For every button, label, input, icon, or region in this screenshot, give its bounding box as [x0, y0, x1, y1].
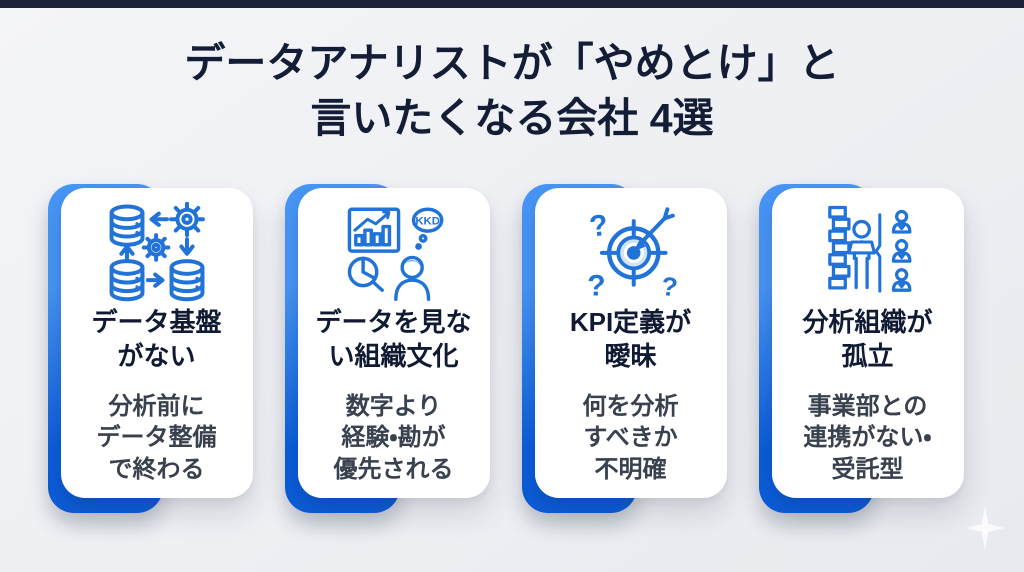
- card-isolated-team: 分析組織が 孤立 事業部との 連携がない・ 受託型: [758, 184, 964, 513]
- kpi-target-icon: ? ? ?: [579, 200, 683, 304]
- card-title: データ基盤 がない: [91, 307, 222, 371]
- kkd-thinking-icon: KKD: [342, 200, 446, 304]
- card-description: 何を分析 すべきか 不明確: [582, 392, 679, 483]
- database-pipeline-icon: [105, 200, 209, 304]
- question-mark-glyph: ?: [659, 271, 679, 302]
- isolated-team-icon: [816, 200, 920, 304]
- card-body: KKD データを見な い組織文化 数字より 経験・勘が 優先される: [297, 188, 490, 498]
- page-title-line2: 言いたくなる会社 4選: [310, 95, 714, 142]
- card-title: KPI定義が 曖昧: [569, 307, 692, 371]
- question-mark-glyph: ?: [587, 209, 610, 244]
- card-title: 分析組織が 孤立: [802, 307, 933, 371]
- kkd-thought-label: KKD: [415, 216, 440, 228]
- card-body: ? ? ? KPI定義が 曖昧 何を分析 すべきか 不明確: [534, 188, 727, 498]
- card-body: 分析組織が 孤立 事業部との 連携がない・ 受託型: [771, 188, 964, 498]
- card-body: データ基盤 がない 分析前に データ整備 で終わる: [60, 188, 253, 498]
- card-title: データを見な い組織文化: [315, 307, 472, 371]
- card-org-culture: KKD データを見な い組織文化 数字より 経験・勘が 優先される: [284, 184, 490, 513]
- page-title: データアナリストが「やめとけ」と 言いたくなる会社 4選: [0, 36, 1024, 147]
- card-description: 数字より 経験・勘が 優先される: [333, 392, 454, 483]
- card-description: 事業部との 連携がない・ 受託型: [803, 392, 932, 483]
- page-title-line1: データアナリストが「やめとけ」と: [184, 40, 840, 86]
- card-description: 分析前に データ整備 で終わる: [96, 392, 217, 483]
- card-kpi-ambiguity: ? ? ? KPI定義が 曖昧 何を分析 すべきか 不明確: [521, 184, 727, 513]
- card-data-platform: データ基盤 がない 分析前に データ整備 で終わる: [47, 184, 253, 513]
- question-mark-glyph: ?: [587, 270, 605, 302]
- sparkle-decoration-icon: [966, 506, 1004, 550]
- top-accent-bar: [0, 0, 1024, 8]
- cards-row: データ基盤 がない 分析前に データ整備 で終わる: [0, 184, 1024, 513]
